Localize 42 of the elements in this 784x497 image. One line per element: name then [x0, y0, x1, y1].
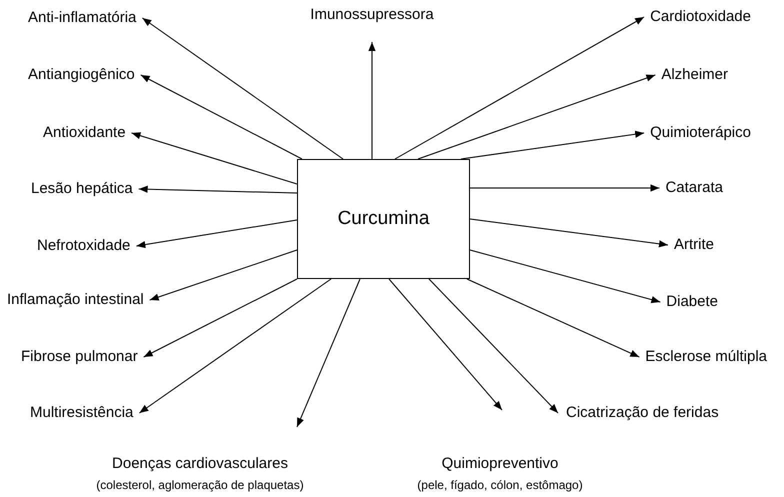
effect-label: Cardiotoxidade	[644, 5, 751, 29]
arrow	[460, 130, 645, 160]
effect-label: Imunossupressora	[300, 6, 444, 42]
effect-label: Inflamação intestinal	[7, 288, 150, 312]
arrow	[394, 16, 645, 160]
arrow	[470, 184, 660, 192]
arrow	[428, 278, 558, 414]
effect-label: Anti-inflamatória	[28, 6, 142, 30]
arrow	[138, 186, 298, 194]
arrow	[296, 278, 360, 428]
arrow	[149, 250, 298, 301]
arrow	[368, 42, 376, 160]
arrow	[131, 132, 298, 184]
effect-label: Lesão hepática	[31, 177, 139, 201]
effect-label: Quimioterápico	[644, 121, 751, 145]
arrow	[142, 18, 344, 160]
effect-label: Catarata	[659, 176, 723, 200]
effect-label: Antioxidante	[43, 121, 132, 145]
effect-label: Multiresistência	[30, 401, 140, 425]
effect-label: Doenças cardiovasculares	[112, 455, 288, 473]
arrow	[140, 74, 302, 160]
arrow	[143, 278, 298, 358]
effect-label: Nefrotoxidade	[37, 234, 136, 258]
arrow	[470, 250, 661, 304]
effect-note: (colesterol, aglomeração de plaquetas)	[96, 477, 304, 493]
effect-label: Esclerose múltipla	[639, 345, 767, 369]
arrow	[466, 278, 640, 358]
arrow	[470, 218, 668, 248]
arrow	[388, 278, 502, 410]
effect-label: Fibrose pulmonar	[21, 345, 144, 369]
effect-label: Alzheimer	[655, 63, 728, 87]
effect-label: Cicatrização de feridas	[558, 401, 782, 425]
arrow	[136, 220, 298, 248]
effect-label: Quimiopreventivo	[442, 455, 558, 473]
node-label: Curcumina	[338, 210, 430, 228]
effect-label: Artrite	[668, 233, 714, 257]
arrow	[418, 74, 656, 160]
arrow	[138, 278, 332, 414]
effect-note: (pele, fígado, cólon, estômago)	[417, 477, 583, 493]
process-box	[297, 159, 470, 279]
effect-label: Diabete	[660, 290, 718, 314]
effect-label: Antiangiogênico	[28, 63, 141, 87]
